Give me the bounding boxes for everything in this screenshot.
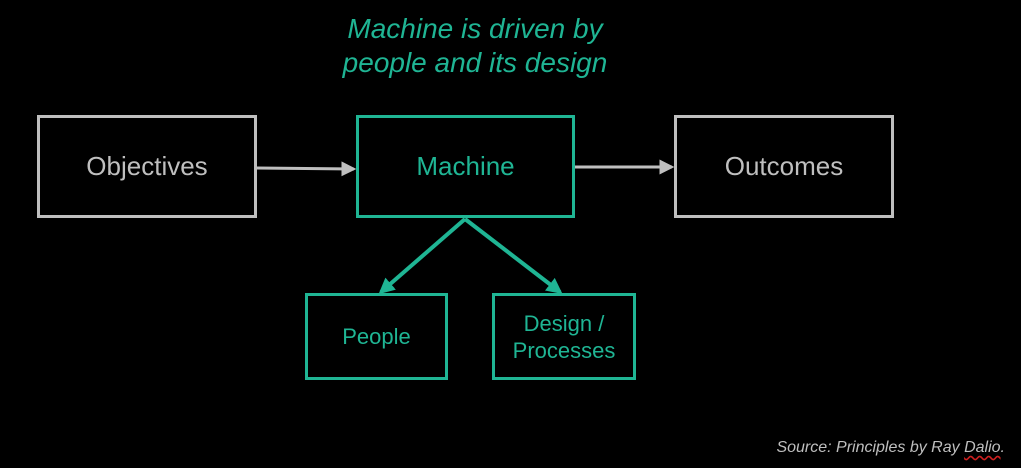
arrow-objectives-to-machine — [256, 161, 357, 177]
arrow-machine-to-design — [463, 217, 563, 294]
design-processes-box: Design / Processes — [492, 293, 636, 380]
objectives-label: Objectives — [86, 151, 208, 181]
design-processes-label: Design / Processes — [513, 310, 616, 364]
machine-box: Machine — [356, 115, 575, 218]
source-author-last-name: Dalio — [964, 439, 1001, 456]
design-label-line-1: Design / — [523, 310, 605, 336]
source-suffix: . — [1000, 439, 1005, 456]
title-line-2: people and its design — [342, 47, 608, 78]
people-box: People — [305, 293, 448, 380]
objectives-box: Objectives — [37, 115, 257, 218]
diagram-title: Machine is driven by people and its desi… — [300, 12, 650, 80]
outcomes-box: Outcomes — [674, 115, 894, 218]
arrow-machine-to-people — [378, 217, 467, 295]
design-label-line-2: Processes — [512, 337, 616, 363]
outcomes-label: Outcomes — [724, 151, 844, 181]
title-line-1: Machine is driven by — [347, 13, 603, 44]
machine-label: Machine — [416, 151, 515, 181]
source-citation: Source: Principles by Ray Dalio. — [776, 439, 1005, 457]
source-prefix: Source: Principles by Ray — [776, 439, 965, 456]
people-label: People — [342, 324, 411, 349]
